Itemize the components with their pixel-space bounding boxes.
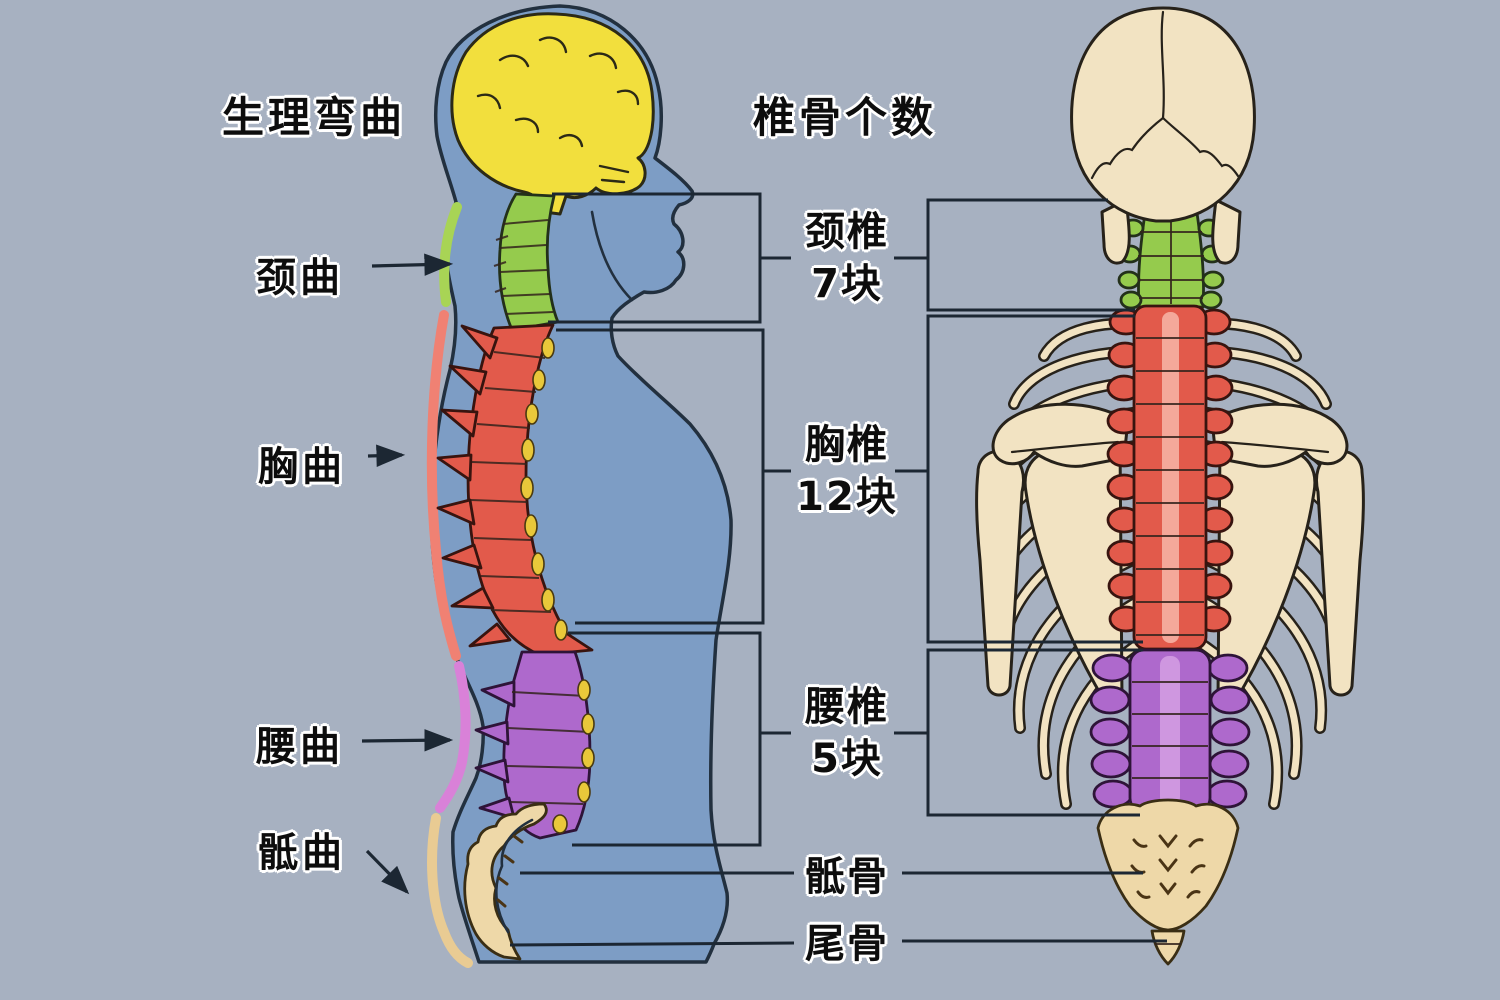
skull-sutures (1090, 10, 1240, 180)
skull (1070, 6, 1256, 265)
thoracic-number: 12块 (796, 474, 898, 520)
label-lumbar-count: 腰椎 5块 (762, 681, 932, 785)
curvature-line (426, 202, 473, 968)
lumbar-spine-back (1089, 648, 1251, 814)
label-sacral-curve: 骶曲 (258, 830, 346, 876)
label-cervical-curve: 颈曲 (256, 255, 344, 301)
cervical-bracket-right (926, 198, 1135, 312)
thoracic-processes-side (436, 324, 512, 648)
sacral-curve-line (427, 813, 473, 968)
thoracic-segments-back (1136, 337, 1204, 636)
lumbar-number: 5块 (811, 736, 883, 782)
thoracic-bracket-left (556, 328, 765, 625)
brain-shape (450, 12, 655, 216)
back-view-skeleton (975, 6, 1365, 966)
coccyx-line-left (509, 941, 795, 947)
sacrum-foramina-side (496, 834, 524, 908)
label-thoracic-curve: 胸曲 (258, 444, 346, 490)
cervical-segments-back (1138, 210, 1204, 304)
lumbar-processes-side (474, 680, 516, 820)
sacral-curve-arrow (365, 849, 410, 895)
thoracic-curve-arrow (367, 444, 406, 467)
label-coccyx: 尾骨 (805, 921, 889, 967)
thoracic-segments-side (470, 351, 552, 613)
brain-sulci-lines (476, 36, 640, 184)
cervical-number: 7块 (811, 261, 883, 307)
cervical-name: 颈椎 (805, 209, 889, 255)
side-view-figure (426, 4, 733, 968)
sacrum-foramina-back (1130, 834, 1206, 899)
right-title: 椎骨个数 (753, 93, 938, 142)
thoracic-bracket-right (926, 314, 1143, 644)
lumbar-processes-back (1089, 653, 1251, 809)
thoracic-discs (520, 337, 568, 641)
sacrum-back (1096, 798, 1240, 966)
lumbar-curve-arrow (361, 729, 454, 752)
humerus-right-icon (1315, 449, 1365, 697)
lumbar-discs (552, 679, 595, 834)
humerus-left-icon (975, 449, 1025, 697)
cervical-segments-side (493, 219, 554, 315)
lumbar-segments-back (1132, 681, 1208, 779)
annotation-lines (361, 192, 1167, 947)
label-thoracic-count: 胸椎 12块 (762, 419, 932, 523)
cervical-curve-line (439, 202, 462, 307)
label-sacrum: 骶骨 (805, 854, 889, 900)
cervical-curve-arrow (371, 253, 454, 276)
left-title: 生理弯曲 (222, 93, 407, 142)
thoracic-name: 胸椎 (805, 422, 889, 468)
lumbar-bracket-left (568, 631, 762, 847)
coccyx-back (1150, 929, 1186, 966)
thoracic-curve-line (426, 310, 461, 661)
thoracic-spine-back (1106, 304, 1234, 651)
lumbar-segments-side (505, 691, 591, 805)
label-lumbar-curve: 腰曲 (256, 724, 344, 770)
shoulder-left (975, 402, 1130, 708)
sacrum-contour-line (495, 818, 534, 934)
label-cervical-count: 颈椎 7块 (762, 206, 932, 310)
lumbar-name: 腰椎 (805, 684, 889, 730)
lumbar-curve-line (435, 661, 471, 813)
neck-chest-contour (590, 210, 634, 302)
